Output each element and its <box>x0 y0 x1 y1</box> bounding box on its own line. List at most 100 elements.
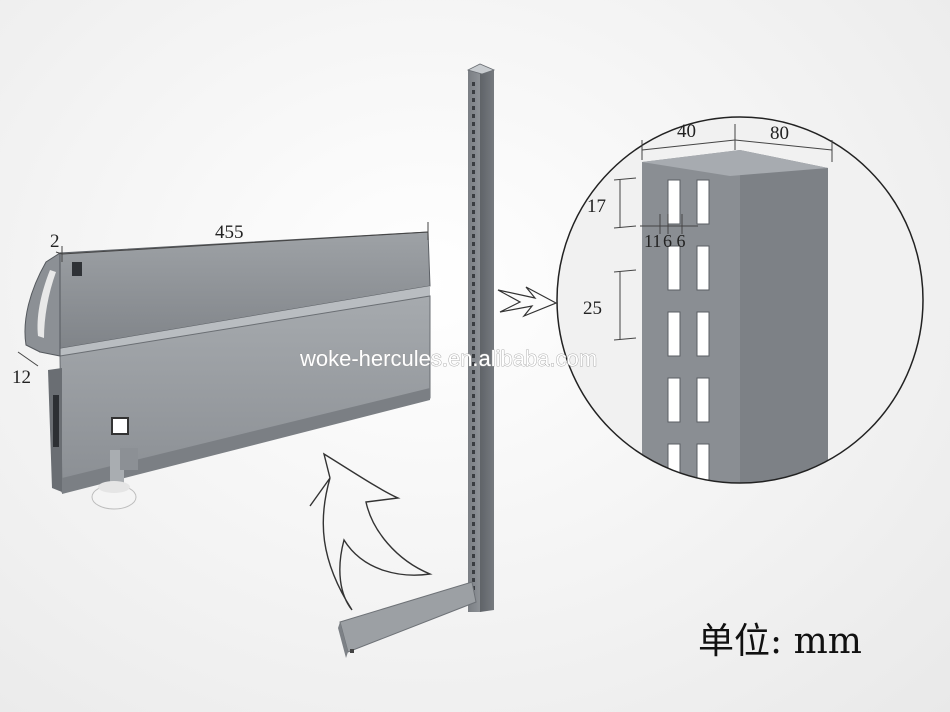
post-slot <box>472 146 475 150</box>
post-slot <box>472 554 475 558</box>
post-slot <box>472 298 475 302</box>
post-slot <box>472 578 475 582</box>
post-slot <box>472 546 475 550</box>
post-slot <box>472 250 475 254</box>
base-bracket-edge <box>338 622 348 658</box>
beam-depth-label: 12 <box>12 367 31 388</box>
watermark: woke-hercules.en.alibaba.com <box>299 346 597 371</box>
post-slot <box>472 506 475 510</box>
upright-post <box>466 63 496 612</box>
detail-slot-grid <box>667 179 710 554</box>
detail-post-front <box>642 150 740 483</box>
leveling-foot-bracket <box>120 448 138 470</box>
beam-top-notch <box>72 262 82 276</box>
post-top <box>466 63 496 75</box>
post-slot <box>472 354 475 358</box>
beam-lip-label: 2 <box>50 231 60 252</box>
post-slot <box>472 498 475 502</box>
post-slot <box>472 466 475 470</box>
post-slot <box>472 442 475 446</box>
detail-slot <box>696 443 710 483</box>
slot-pitch-label: 25 <box>583 298 602 319</box>
width-dim-line <box>641 139 736 151</box>
detail-slot <box>668 510 680 554</box>
post-slot <box>472 122 475 126</box>
post-slot <box>472 562 475 566</box>
post-slot <box>472 234 475 238</box>
beam-upper-highlight <box>40 286 430 356</box>
post-slot <box>472 282 475 286</box>
post-slot <box>472 322 475 326</box>
detail-slot <box>667 179 681 225</box>
post-slot <box>472 458 475 462</box>
post-slot <box>472 82 475 86</box>
slot-height-label: 17 <box>587 196 606 217</box>
post-slot <box>472 522 475 526</box>
post-slot-column <box>472 82 475 598</box>
base-bracket <box>338 581 477 658</box>
lip-dim-line <box>55 251 63 255</box>
post-slot <box>472 194 475 198</box>
post-slot <box>472 450 475 454</box>
post-slot <box>472 330 475 334</box>
post-slot <box>472 482 475 486</box>
post-side-face <box>480 66 494 612</box>
detail-slot <box>667 377 681 423</box>
post-slot <box>472 114 475 118</box>
detail-slot <box>667 311 681 357</box>
post-slot <box>472 186 475 190</box>
post-slot <box>472 154 475 158</box>
post-slot <box>472 426 475 430</box>
beam-lower-edge <box>62 388 430 494</box>
post-slot <box>472 370 475 374</box>
detail-slot <box>696 245 710 291</box>
leveling-foot-top <box>98 481 130 493</box>
post-slot <box>472 138 475 142</box>
slot-pitch-tick-bottom <box>613 337 637 341</box>
post-slot <box>472 434 475 438</box>
beam-lock-tab <box>111 417 129 435</box>
beam-profile-slot <box>37 270 56 338</box>
post-slot <box>472 218 475 222</box>
detail-slot <box>696 311 710 357</box>
post-slot <box>472 98 475 102</box>
zoom-arrow <box>497 286 558 318</box>
post-slot <box>472 274 475 278</box>
post-slot <box>472 106 475 110</box>
beam-assembly <box>24 231 431 510</box>
post-slot <box>472 266 475 270</box>
post-slot <box>472 162 475 166</box>
post-slot <box>472 386 475 390</box>
post-depth-label: 80 <box>770 123 789 144</box>
detail-slot <box>697 510 709 554</box>
detail-post-top <box>642 150 828 176</box>
post-slot <box>472 530 475 534</box>
post-slot <box>472 306 475 310</box>
slot-pitch-tick-top <box>613 269 637 273</box>
post-slot <box>472 290 475 294</box>
detail-circle-outline <box>556 116 924 484</box>
post-width-label: 40 <box>677 121 696 142</box>
post-slot <box>472 338 475 342</box>
post-slot <box>472 410 475 414</box>
depth-dim-line-detail <box>734 139 833 151</box>
post-slot <box>472 210 475 214</box>
depth-dim-line <box>17 351 39 367</box>
post-slot <box>472 226 475 230</box>
right-arrow-icon <box>497 286 558 318</box>
base-bracket-hole <box>350 649 354 653</box>
post-slot <box>472 258 475 262</box>
detail-callout: 40 80 17 25 11 6 6 <box>556 116 924 554</box>
post-slot <box>472 538 475 542</box>
detail-slot <box>667 443 681 483</box>
post-slot <box>472 474 475 478</box>
slot-width-label: 6 6 <box>663 231 686 251</box>
post-slot <box>472 362 475 366</box>
post-slot <box>472 378 475 382</box>
post-slot <box>472 170 475 174</box>
assembly-arrow <box>309 452 433 611</box>
post-slot <box>472 402 475 406</box>
slot-offset-label: 11 <box>644 231 661 251</box>
detail-post-side <box>740 150 828 483</box>
